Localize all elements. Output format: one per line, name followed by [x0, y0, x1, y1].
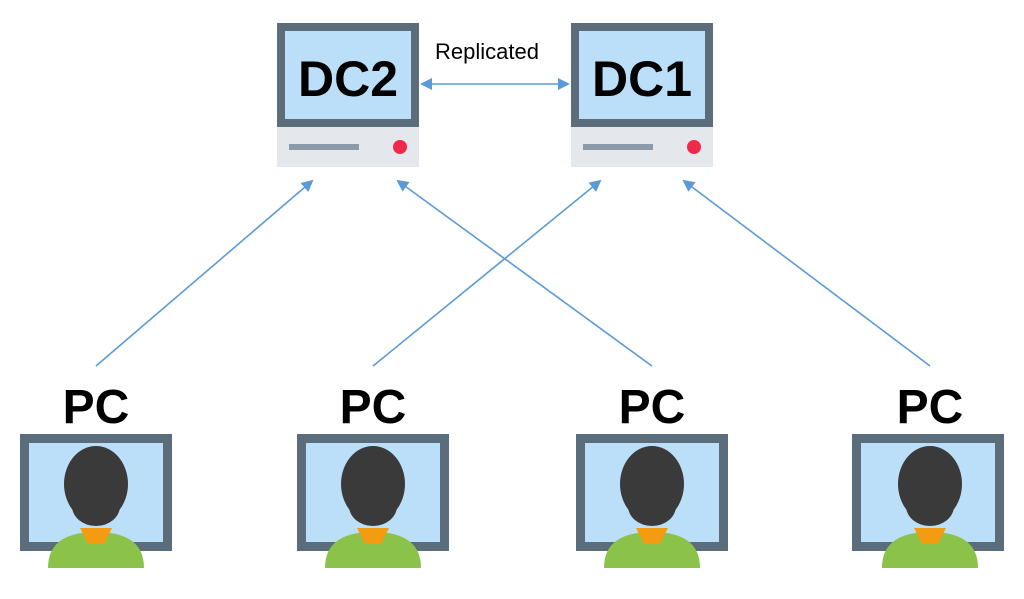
- user-icon: [325, 446, 421, 568]
- server-dc2: DC2: [277, 23, 419, 167]
- user-icon: [48, 446, 144, 568]
- user-icon: [882, 446, 978, 568]
- connection-pc-3-to-dc2: [396, 179, 653, 367]
- connection-lines: [95, 179, 931, 367]
- connection-pc-4-to-dc1: [682, 179, 931, 367]
- connection-pc-2-to-dc1: [372, 179, 602, 367]
- replication-label: Replicated: [435, 39, 539, 64]
- server-dc1: DC1: [571, 23, 713, 167]
- server-screen: [579, 31, 705, 119]
- user-icon: [604, 446, 700, 568]
- client-pc-1: PC: [20, 381, 172, 568]
- power-light-icon: [687, 140, 701, 154]
- client-pc-2: PC: [297, 381, 449, 568]
- server-drive-slot: [583, 144, 653, 150]
- connection-pc-1-to-dc2: [95, 179, 314, 367]
- client-pc-3: PC: [576, 381, 728, 568]
- client-pc-4: PC: [852, 381, 1004, 568]
- server-screen: [285, 31, 411, 119]
- server-drive-slot: [289, 144, 359, 150]
- server-label: DC1: [592, 51, 692, 107]
- server-label: DC2: [298, 51, 398, 107]
- client-label: PC: [63, 381, 130, 434]
- power-light-icon: [393, 140, 407, 154]
- client-label: PC: [619, 381, 686, 434]
- client-label: PC: [897, 381, 964, 434]
- replication-link: Replicated: [420, 39, 570, 90]
- client-label: PC: [340, 381, 407, 434]
